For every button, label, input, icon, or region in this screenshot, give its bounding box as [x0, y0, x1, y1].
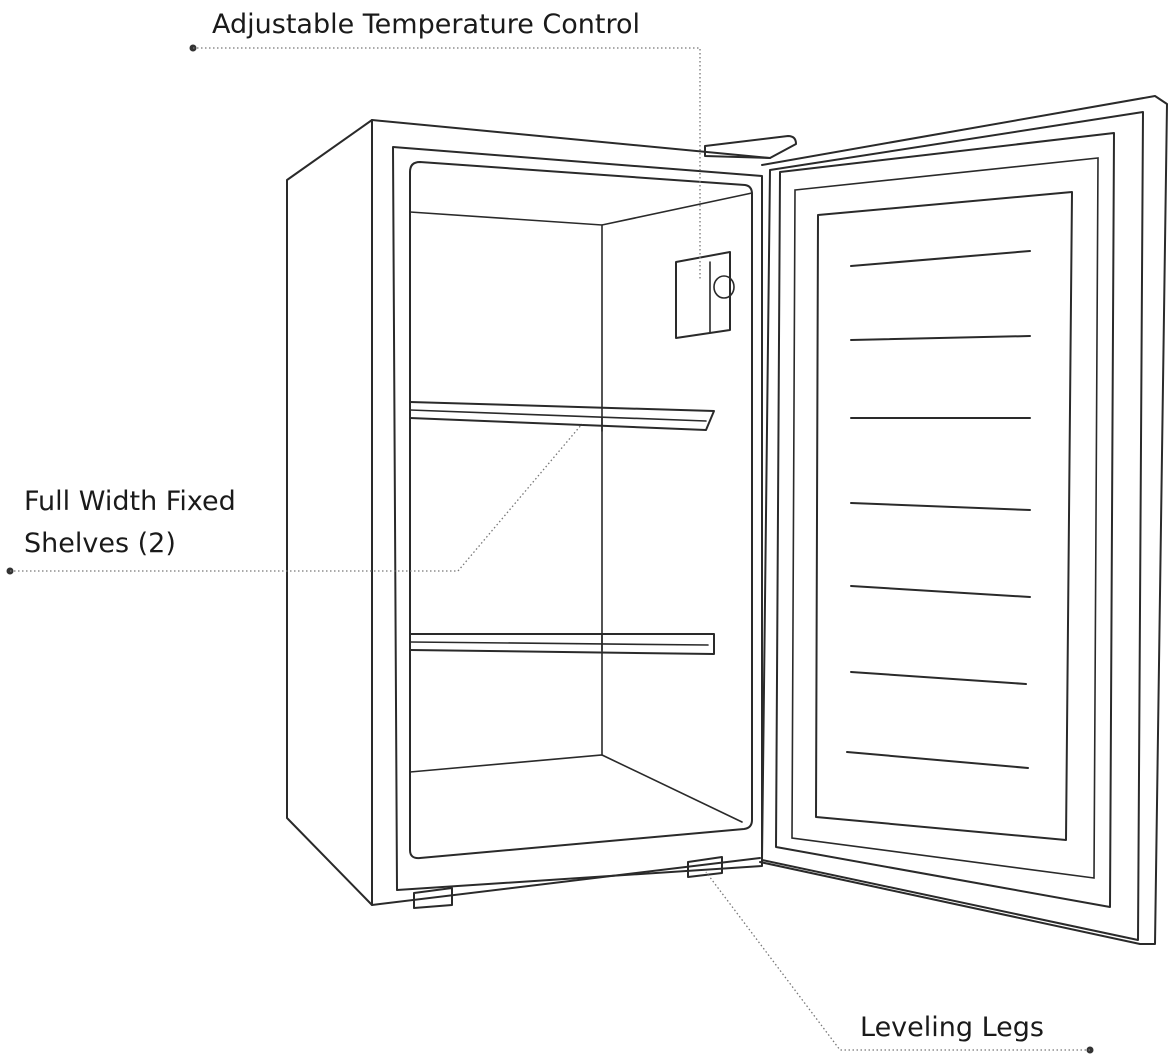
interior	[409, 192, 753, 823]
shelf-lower	[409, 633, 715, 655]
temperature-control-box	[675, 251, 735, 339]
callout-shelves-line2: Shelves (2)	[24, 528, 176, 559]
top-hinge	[704, 135, 797, 159]
leader-shelves	[6, 423, 583, 575]
leader-legs	[705, 871, 1094, 1054]
callout-shelves-line1: Full Width Fixed	[24, 486, 236, 517]
leveling-leg-right	[687, 856, 723, 878]
callout-shelves: Full Width Fixed Shelves (2)	[24, 481, 236, 565]
cabinet-body	[286, 119, 771, 906]
callout-temperature-control: Adjustable Temperature Control	[212, 9, 640, 40]
open-door	[759, 95, 1168, 945]
shelf-upper	[409, 401, 715, 432]
leveling-leg-left	[413, 887, 453, 909]
leader-temperature	[189, 44, 701, 280]
callout-leveling-legs: Leveling Legs	[860, 1012, 1044, 1043]
